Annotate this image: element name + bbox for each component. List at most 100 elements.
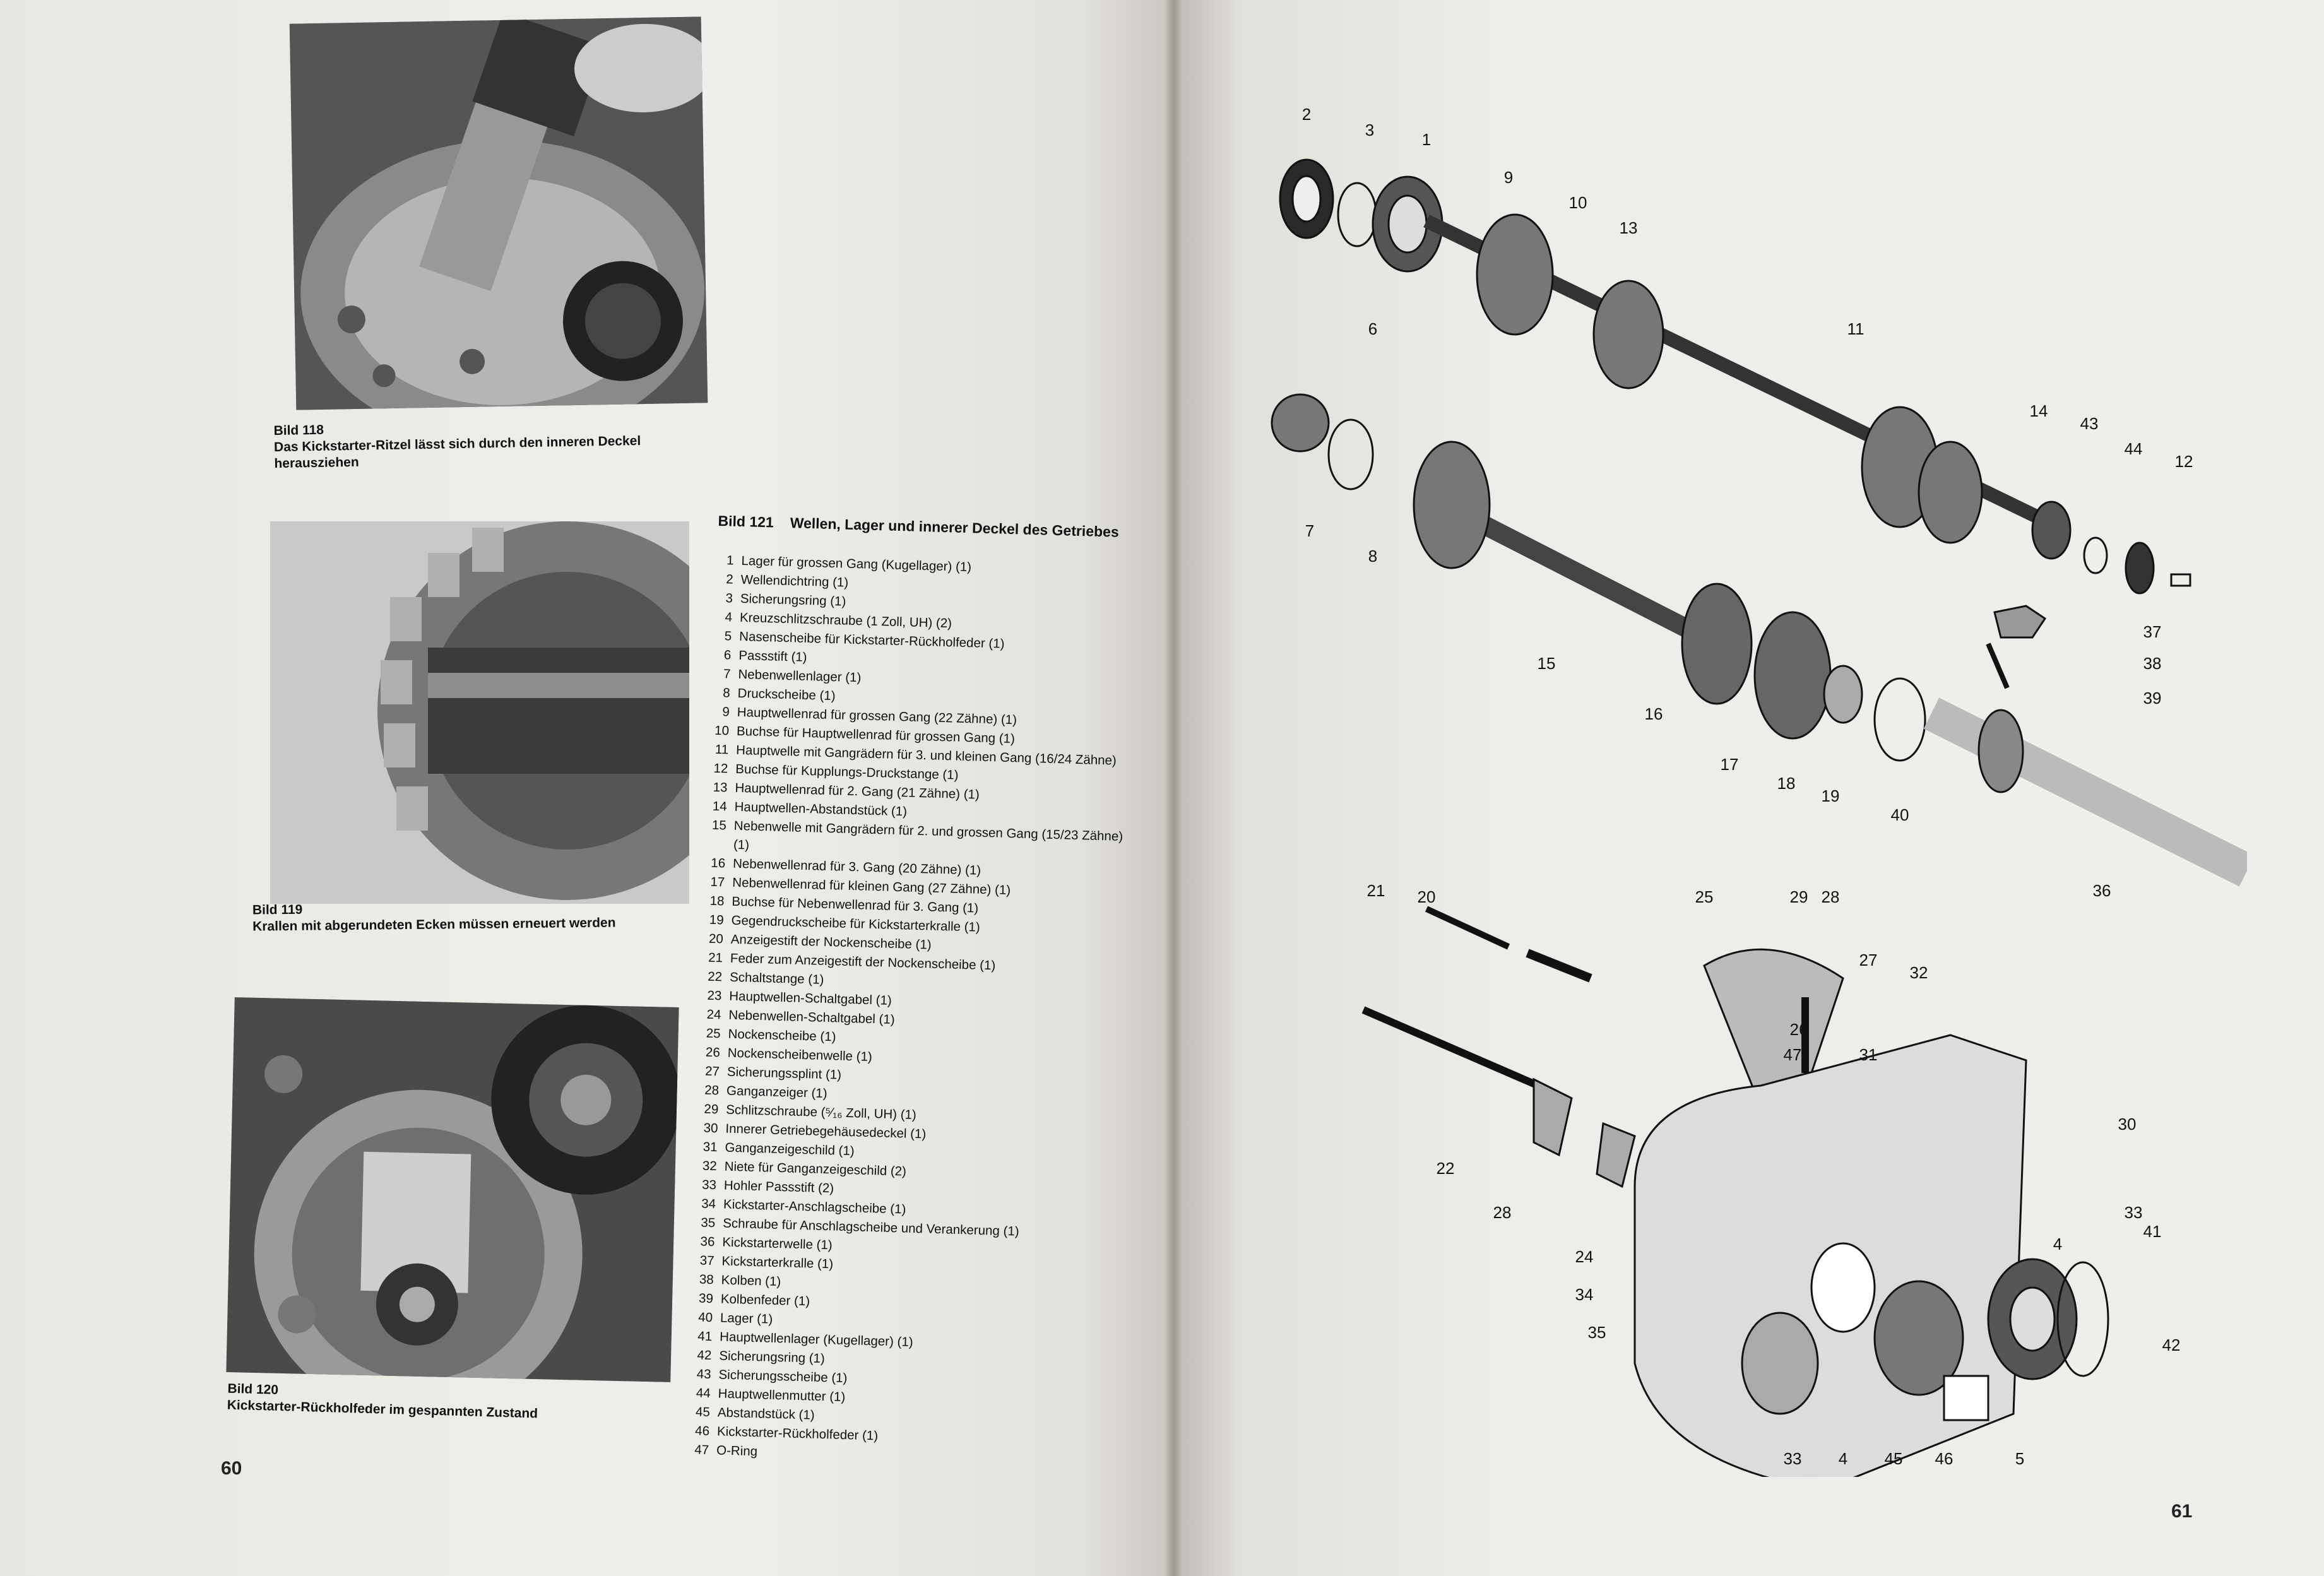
part-number: 19	[709, 912, 724, 928]
page-number-right: 61	[2171, 1501, 2193, 1522]
diagram-callout-24: 24	[1575, 1247, 1594, 1266]
parts-list-figure-label: Bild 121	[718, 512, 774, 531]
photo-kickstarter-return-spring	[226, 997, 679, 1382]
part-number: 36	[700, 1234, 715, 1250]
diagram-callout-9: 9	[1504, 168, 1513, 187]
diagram-callout-2: 2	[1302, 105, 1311, 124]
diagram-callout-3: 3	[1365, 121, 1374, 139]
caption-bild-119: Bild 119 Krallen mit abgerundeten Ecken …	[252, 898, 682, 935]
part-number: 4	[725, 610, 733, 625]
diagram-callout-33: 33	[1784, 1449, 1802, 1468]
part-number: 14	[712, 798, 728, 814]
book-gutter	[1165, 0, 1183, 1576]
diagram-callout-34: 34	[1575, 1285, 1594, 1304]
diagram-callout-4: 4	[2053, 1235, 2062, 1253]
part-number: 44	[696, 1385, 711, 1401]
part-number: 47	[694, 1442, 709, 1458]
photo-bild-119	[270, 521, 689, 904]
page-number-left: 60	[221, 1458, 242, 1479]
diagram-callout-10: 10	[1569, 193, 1587, 212]
diagram-callout-39: 39	[2143, 689, 2162, 708]
part-number: 28	[704, 1082, 720, 1098]
part-number: 2	[726, 572, 734, 587]
diagram-callout-46: 46	[1935, 1449, 1953, 1468]
diagram-callout-7: 7	[1305, 521, 1314, 540]
figure-caption: Krallen mit abgerundeten Ecken müssen er…	[252, 915, 616, 934]
diagram-callout-6: 6	[1368, 319, 1377, 338]
diagram-callout-29: 29	[1790, 887, 1808, 906]
diagram-callout-16: 16	[1645, 704, 1663, 723]
part-number: 30	[703, 1120, 718, 1136]
diagram-callout-1: 1	[1422, 130, 1431, 149]
diagram-callout-22: 22	[1437, 1159, 1455, 1178]
part-number: 25	[706, 1026, 721, 1041]
diagram-callout-27: 27	[1859, 951, 1878, 969]
part-number: 27	[704, 1064, 720, 1079]
diagram-callout-47: 47	[1784, 1045, 1802, 1064]
diagram-callout-8: 8	[1368, 547, 1377, 566]
diagram-callout-12: 12	[2175, 452, 2193, 471]
part-number: 41	[697, 1329, 713, 1344]
part-number: 11	[714, 742, 729, 757]
figure-caption: Das Kickstarter-Ritzel lässt sich durch …	[273, 433, 641, 471]
diagram-callout-45: 45	[1885, 1449, 1903, 1468]
part-number: 31	[703, 1139, 718, 1155]
diagram-callout-37: 37	[2143, 622, 2162, 641]
diagram-callout-40: 40	[1891, 805, 1909, 824]
part-number: 45	[695, 1404, 711, 1420]
part-number: 12	[713, 761, 728, 776]
part-number: 10	[714, 723, 730, 738]
diagram-callout-44: 44	[2125, 439, 2143, 458]
diagram-callout-32: 32	[1910, 963, 1928, 982]
diagram-callout-13: 13	[1620, 218, 1638, 237]
part-number: 39	[698, 1291, 714, 1306]
diagram-callout-43: 43	[2080, 414, 2099, 433]
diagram-callout-42: 42	[2162, 1336, 2181, 1354]
photo-bild-120	[226, 997, 679, 1382]
diagram-callout-15: 15	[1538, 654, 1556, 673]
photo-gear-dogs	[270, 521, 689, 904]
diagram-callout-20: 20	[1418, 887, 1436, 906]
part-number: 29	[704, 1101, 719, 1117]
part-number: 7	[723, 667, 731, 682]
part-number: 5	[724, 629, 732, 644]
part-number: 3	[725, 591, 733, 606]
part-number: 34	[701, 1196, 716, 1212]
photo-bild-118	[289, 16, 708, 410]
diagram-callout-5: 5	[2015, 1449, 2024, 1468]
diagram-callout-41: 41	[2143, 1222, 2162, 1241]
photo-kickstarter-pinion	[289, 16, 708, 410]
diagram-callout-21: 21	[1367, 881, 1385, 900]
diagram-callout-35: 35	[1588, 1323, 1606, 1342]
part-number: 8	[722, 685, 731, 701]
diagram-callout-28: 28	[1822, 887, 1840, 906]
part-number: 32	[702, 1158, 718, 1174]
part-number: 20	[708, 931, 724, 947]
part-number: 26	[705, 1045, 721, 1060]
diagram-callout-28: 28	[1493, 1203, 1512, 1222]
diagram-callout-19: 19	[1822, 786, 1840, 805]
part-number: 37	[699, 1253, 714, 1269]
diagram-callout-11: 11	[1847, 319, 1865, 338]
part-number: 1	[726, 553, 734, 568]
part-number: 9	[722, 704, 730, 720]
part-number: 46	[694, 1423, 710, 1439]
part-number: 17	[710, 874, 725, 890]
part-number: 24	[706, 1007, 721, 1022]
part-number: 22	[708, 969, 723, 985]
part-number: 42	[697, 1348, 712, 1363]
diagram-callout-17: 17	[1721, 755, 1739, 774]
diagram-callout-25: 25	[1695, 887, 1714, 906]
part-number: 13	[713, 779, 728, 795]
diagram-callout-30: 30	[2118, 1115, 2137, 1134]
diagram-callout-36: 36	[2093, 881, 2111, 900]
part-number: 40	[697, 1310, 713, 1325]
part-number: 33	[701, 1177, 717, 1193]
part-number: 23	[707, 988, 722, 1004]
diagram-callout-4: 4	[1839, 1449, 1847, 1468]
part-number: 18	[709, 893, 725, 909]
